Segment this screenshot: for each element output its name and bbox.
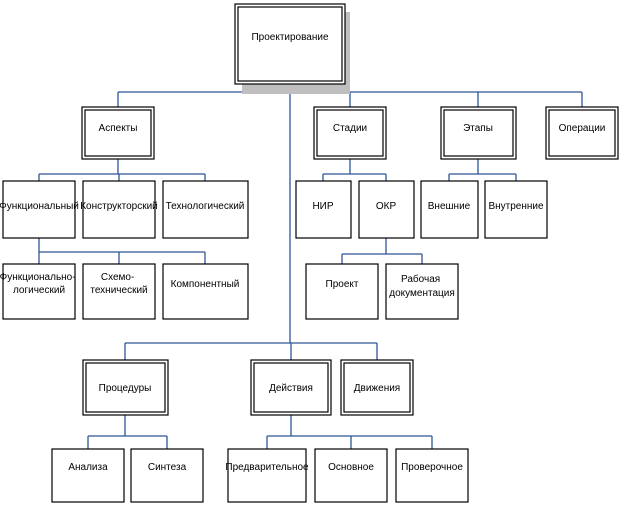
node-internal-label: Внутренние: [488, 201, 544, 212]
node-synthesis-label: Синтеза: [148, 462, 187, 473]
node-main: Основное: [314, 448, 388, 503]
node-external: Внешние: [420, 180, 479, 239]
node-constructive: Конструкторский: [80, 180, 158, 239]
node-okr-label: ОКР: [376, 201, 397, 212]
node-nir-label: НИР: [312, 201, 333, 212]
node-okr: ОКР: [358, 180, 415, 239]
node-functional-logical-line2: логический: [13, 285, 65, 296]
node-project-label: Проект: [326, 279, 359, 290]
node-component: Компонентный: [162, 263, 249, 320]
svg-text:Рабочая документация: Рабочая документация: [389, 273, 455, 299]
node-work-documentation-line2: документация: [389, 288, 455, 299]
node-procedures: Процедуры: [82, 359, 169, 416]
node-procedures-label: Процедуры: [99, 383, 152, 394]
node-analysis-label: Анализа: [68, 462, 108, 473]
node-preliminary-label: Предварительное: [225, 462, 309, 473]
node-technological-label: Технологический: [166, 201, 245, 212]
node-circuit-technical: Схемо- технический: [82, 263, 156, 320]
node-component-label: Компонентный: [171, 279, 240, 290]
node-project: Проект: [305, 263, 379, 320]
node-aspects-label: Аспекты: [99, 123, 138, 134]
node-circuit-technical-line1: Схемо-: [101, 272, 134, 283]
node-phases-label: Этапы: [463, 123, 493, 134]
svg-text:Функционально- логически: Функционально- логический: [0, 272, 78, 296]
node-work-documentation: Рабочая документация: [385, 263, 459, 320]
node-internal: Внутренние: [484, 180, 548, 239]
node-movements: Движения: [340, 359, 414, 416]
node-stages: Стадии: [313, 106, 387, 160]
node-operations-label: Операции: [559, 123, 606, 134]
node-operations: Операции: [545, 106, 619, 160]
svg-text:Схемо- технический: Схемо- технический: [90, 272, 147, 296]
node-main-label: Основное: [328, 462, 374, 473]
node-root-label: Проектирование: [251, 32, 329, 43]
node-analysis: Анализа: [51, 448, 125, 503]
node-aspects: Аспекты: [81, 106, 155, 160]
node-circuit-technical-line2: технический: [90, 285, 147, 296]
node-external-label: Внешние: [428, 201, 471, 212]
node-functional-logical-line1: Функционально-: [0, 272, 76, 283]
node-functional-label: Функциональный: [0, 201, 79, 212]
node-constructive-label: Конструкторский: [80, 201, 158, 212]
node-verification: Проверочное: [395, 448, 469, 503]
node-stages-label: Стадии: [333, 123, 367, 134]
node-nir: НИР: [295, 180, 352, 239]
node-functional-logical: Функционально- логический: [0, 263, 78, 320]
node-phases: Этапы: [440, 106, 517, 160]
node-synthesis: Синтеза: [130, 448, 204, 503]
node-functional: Функциональный: [0, 180, 79, 239]
node-actions-label: Действия: [269, 383, 313, 394]
node-root: Проектирование: [234, 3, 346, 85]
node-preliminary: Предварительное: [225, 448, 309, 503]
node-actions: Действия: [250, 359, 332, 416]
node-verification-label: Проверочное: [401, 462, 463, 473]
node-technological: Технологический: [162, 180, 249, 239]
node-work-documentation-line1: Рабочая: [401, 273, 440, 285]
connectors: [38, 84, 583, 449]
node-movements-label: Движения: [354, 383, 400, 394]
